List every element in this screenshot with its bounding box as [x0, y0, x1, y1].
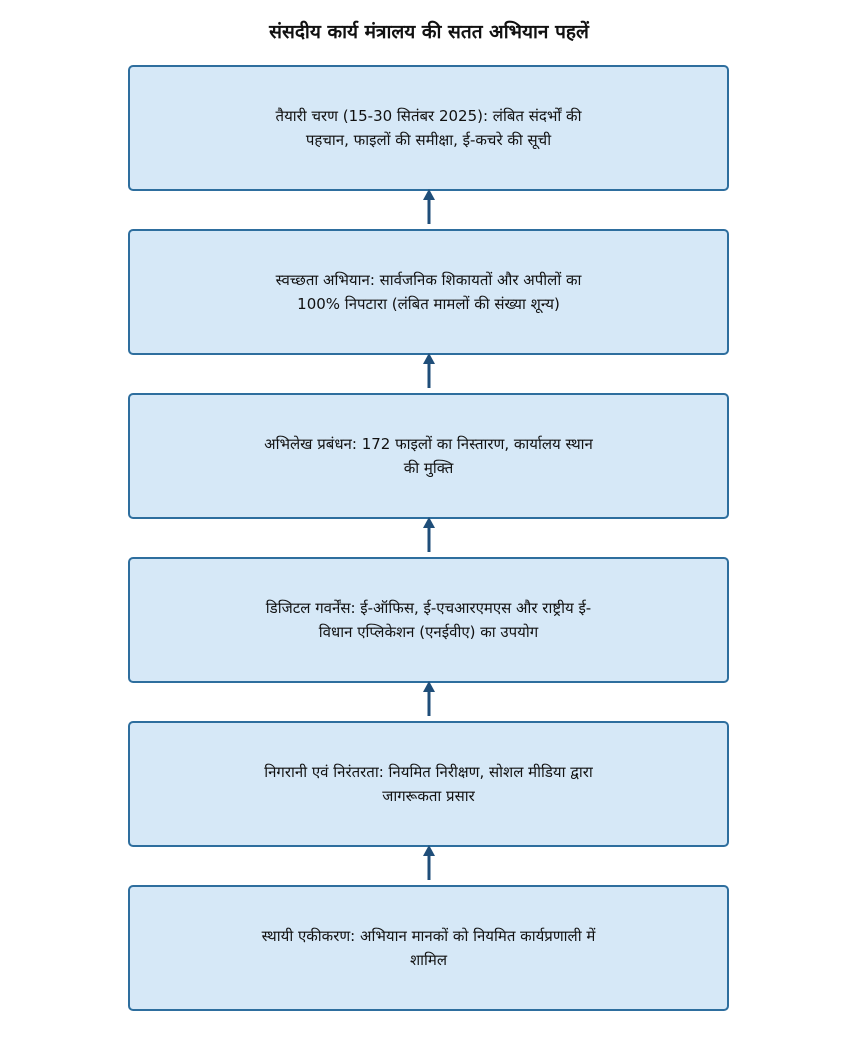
diagram-title: संसदीय कार्य मंत्रालय की सतत अभियान पहले…	[269, 21, 589, 43]
flow-step-label: डिजिटल गवर्नेंस: ई-ऑफिस, ई-एचआरएमएस और र…	[265, 599, 592, 641]
flow-step-monitoring: निगरानी एवं निरंतरता: नियमित निरीक्षण, स…	[128, 721, 729, 847]
flow-step-digital: डिजिटल गवर्नेंस: ई-ऑफिस, ई-एचआरएमएस और र…	[128, 557, 729, 683]
flow-step-cleanliness: स्वच्छता अभियान: सार्वजनिक शिकायतों और अ…	[128, 229, 729, 355]
flow-step-records: अभिलेख प्रबंधन: 172 फाइलों का निस्तारण, …	[128, 393, 729, 519]
flow-step-label: स्थायी एकीकरण: अभियान मानकों को नियमित क…	[261, 927, 596, 969]
flow-step-label: स्वच्छता अभियान: सार्वजनिक शिकायतों और अ…	[275, 271, 582, 313]
arrow-up-icon	[423, 189, 435, 224]
arrow-up-icon	[423, 681, 435, 716]
flow-step-label: तैयारी चरण (15-30 सितंबर 2025): लंबित सं…	[275, 107, 582, 149]
flow-step-label: अभिलेख प्रबंधन: 172 फाइलों का निस्तारण, …	[264, 435, 593, 477]
flow-step-integration: स्थायी एकीकरण: अभियान मानकों को नियमित क…	[128, 885, 729, 1011]
flow-step-preparation: तैयारी चरण (15-30 सितंबर 2025): लंबित सं…	[128, 65, 729, 191]
arrow-up-icon	[423, 845, 435, 880]
flow-step-label: निगरानी एवं निरंतरता: नियमित निरीक्षण, स…	[264, 763, 593, 805]
arrow-up-icon	[423, 517, 435, 552]
arrow-up-icon	[423, 353, 435, 388]
